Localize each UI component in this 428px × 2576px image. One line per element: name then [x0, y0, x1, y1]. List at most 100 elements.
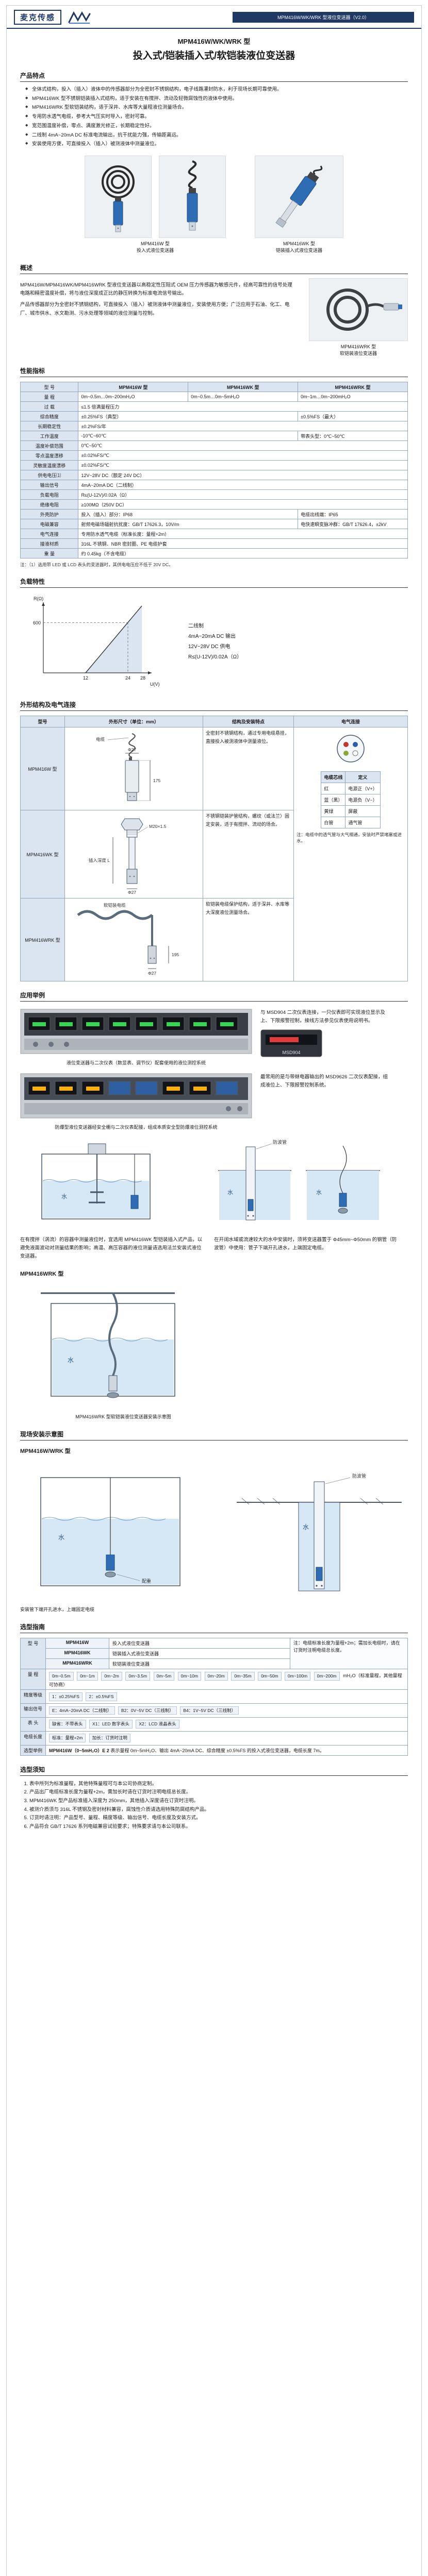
section-overview: 概述 MPM416W/MPM416WK/MPM416WRK 型液位变送器以高稳定…: [20, 263, 408, 357]
wiring-row: 蓝（黑） 电源负（V−）: [321, 794, 381, 806]
application-text-3: 在有搅拌（涡流）的容器中测量液位时，宜选用 MPM416WK 型铠装插入式产品，…: [20, 1237, 203, 1259]
spec-value: 4mA~20mA DC（二线制）: [78, 480, 408, 490]
company-logo-icon: [68, 11, 91, 24]
selection-model-code: MPM416W: [45, 1638, 110, 1649]
spec-row: 供电电压⑴ 12V~28V DC（额定 24V DC）: [20, 470, 408, 481]
cable-option: 加长：订货时注明: [89, 1734, 130, 1743]
dim-label: 195: [172, 952, 179, 957]
spec-label: 零点温度漂移: [20, 450, 79, 461]
spec-label: 外壳防护: [20, 509, 79, 520]
spec-label: 电气连接: [20, 529, 79, 539]
outline-col-model: 型号: [20, 716, 65, 728]
selection-range-values: 0m~0.5m 0m~1m 0m~2m 0m~3.5m 0m~5m 0m~10m…: [45, 1669, 408, 1690]
application-stirred-tank: 水 在有搅拌（涡流）的容器中测量液位时，宜选用 MPM416WK 型铠装插入式产…: [20, 1138, 206, 1260]
doc-ref: MPM416W/WK/WRK 型液位变送器（V2.0）: [277, 15, 370, 20]
spec-value: MPM416W 型: [78, 382, 189, 393]
range-option: 0m~1m: [77, 1671, 98, 1681]
load-heading: 负载特性: [20, 577, 408, 588]
spec-label: 长期稳定性: [20, 421, 79, 432]
spec-row: 长期稳定性 ±0.2%FS/年: [20, 421, 408, 432]
selection-model-row: MPM416WRK 软铠装液位变送器: [21, 1658, 408, 1670]
display-option: X2：LCD 液晶表头: [136, 1720, 179, 1729]
selection-cable-row: 电缆长度 标准：量程+2m 加长：订货时注明: [20, 1731, 408, 1745]
section-wrk: MPM416WRK 型 水 MPM416WRK 型软铠装液位变送器安装示意图: [20, 1269, 408, 1420]
range-option: 0m~2m: [101, 1671, 122, 1681]
section-selection: 选型指南 型 号 MPM416W 投入式液位变送器 注：电缆标准长度为量程+2m…: [20, 1622, 408, 1756]
outline-model: MPM416W 型: [20, 727, 65, 811]
selection-model-label: 型 号: [20, 1638, 46, 1670]
load-y-axis-label: R(Ω): [34, 596, 43, 601]
spec-label: 过 载: [20, 401, 79, 412]
selection-model-code: MPM416WRK: [45, 1658, 110, 1670]
spec-label: 负载电阻: [20, 489, 79, 500]
overview-heading: 概述: [20, 263, 408, 275]
spec-value: R≤(U-12V)/0.02A（Ω）: [78, 489, 408, 500]
outline-col-dims: 外形尺寸（单位：mm）: [64, 716, 203, 728]
wire-def: 电源正（V+）: [345, 783, 381, 795]
selection-display-values: 缺省：不带表头 X1：LED 数字表头 X2：LCD 液晶表头: [45, 1717, 408, 1732]
spec-value: 0m~1m…0m~200mH₂O: [298, 392, 408, 402]
range-option: 0m~0.5m: [49, 1671, 74, 1681]
spec-value: 0m~0.5m…0m~200mH₂O: [78, 392, 189, 402]
outline-model: MPM416WK 型: [20, 810, 65, 899]
spec-value: ±0.2%FS/年: [78, 421, 408, 432]
selection-model-code: MPM416WK: [45, 1648, 110, 1659]
selection-example-label: 选型举例: [20, 1744, 46, 1756]
spec-label: 绝缘电阻: [20, 499, 79, 510]
spec-row: 电磁兼容 射频电磁场辐射抗扰度：GB/T 17626.3，10V/m 电快速瞬变…: [20, 519, 408, 530]
electrical-connection-cell: 电缆芯线 定义 红 电源正（V+） 蓝（黑） 电源负（V−） 黄绿: [293, 727, 408, 982]
outline-header-row: 型号 外形尺寸（单位：mm） 结构及安装特点 电气连接: [20, 716, 408, 728]
wiring-table: 电缆芯线 定义 红 电源正（V+） 蓝（黑） 电源负（V−） 黄绿: [321, 771, 381, 829]
specs-table: 型 号 MPM416W 型 MPM416WK 型 MPM416WRK 型 量 程…: [20, 382, 408, 559]
load-y-tick: 600: [33, 620, 41, 625]
spec-value: 316L 不锈钢、NBR 密封圈、PE 电缆护套: [78, 538, 408, 549]
feature-item: 全体式结构，投入（插入）液体中的传感器部分为全密封不锈钢结构，电子线路灌封防水，…: [25, 86, 408, 94]
application-note-2: 最常用的是与带继电器输出的 MSD9626 二次仪表配接，组成液位上、下限报警控…: [260, 1073, 389, 1089]
load-characteristic-chart: 600 12 24 28 R(Ω) U(V): [33, 596, 160, 687]
instrument-panel-image-2: [20, 1073, 252, 1118]
spec-label: 供电电压⑴: [20, 470, 79, 481]
outline-col-feature: 结构及安装特点: [203, 716, 294, 728]
msd904-meter-image: MSD904: [260, 1029, 322, 1057]
spec-label: 量 程: [20, 392, 79, 402]
product-photo-w-straight: [159, 156, 226, 239]
range-option: 0m~50m: [258, 1671, 282, 1681]
spec-value: 0℃~50℃: [78, 440, 408, 451]
dim-label: Φ27: [128, 890, 137, 895]
spec-row: 综合精度 ±0.25%FS（典型） ±0.5%FS（最大）: [20, 411, 408, 422]
application-caption-1: 液位变送器与二次仪表（数显表、调节仪）配套使用的液位测控系统: [66, 1060, 206, 1066]
selection-accuracy-label: 精度等级: [20, 1689, 46, 1704]
wire-def: 通气管: [345, 817, 381, 829]
output-option: E：4mA~20mA DC（二线制）: [49, 1706, 115, 1715]
wiring-header-row: 电缆芯线 定义: [321, 771, 381, 784]
section-notes: 选型须知 表中所列为标准量程，其他特殊量程可与本公司协商定制。 产品出厂电缆标准…: [20, 1765, 408, 1832]
spec-row: 输出信号 4mA~20mA DC（二线制）: [20, 480, 408, 490]
load-text-line: 二线制: [188, 623, 204, 630]
outline-row-wk: MPM416WK 型 M20×1.5 Φ27: [20, 810, 408, 899]
spec-value: ±0.5%FS（最大）: [298, 411, 408, 422]
specs-heading: 性能指标: [20, 366, 408, 378]
page-frame: 麦克传感 MPM416W/WK/WRK 型液位变送器（V2.0） MPM416W…: [6, 5, 422, 2576]
spec-value: ±0.25%FS（典型）: [78, 411, 299, 422]
spec-row: 灵敏度温度漂移 ±0.02%FS/℃: [20, 460, 408, 471]
spec-row: 重 量 约 0.45kg（不含电缆）: [20, 548, 408, 559]
application-open-water: 防波管 水 水 在开阔水域或流速较大的水中安装时，须将变送器置于 Φ45mm~Φ…: [214, 1138, 400, 1252]
outline-model: MPM416WRK 型: [20, 898, 65, 982]
wiring-row: 白管 通气管: [321, 817, 381, 829]
range-option: 0m~200m: [314, 1671, 340, 1681]
photo-mpm416wrk: MPM416WRK 型 软铠装液位变送器: [309, 278, 408, 357]
spec-row: 负载电阻 R≤(U-12V)/0.02A（Ω）: [20, 489, 408, 500]
spec-label: 综合精度: [20, 411, 79, 422]
application-block-3: 水 在有搅拌（涡流）的容器中测量液位时，宜选用 MPM416WK 型铠装插入式产…: [20, 1138, 408, 1260]
open-water-diagram: 防波管 水 水: [218, 1139, 380, 1221]
wiring-row: 红 电源正（V+）: [321, 783, 381, 795]
page-header: 麦克传感 MPM416W/WK/WRK 型液位变送器（V2.0）: [7, 6, 421, 29]
selection-range-row: 量 程 0m~0.5m 0m~1m 0m~2m 0m~3.5m 0m~5m 0m…: [20, 1669, 408, 1690]
load-x-axis-label: U(V): [150, 682, 160, 687]
range-option: 0m~100m: [285, 1671, 311, 1681]
features-list: 全体式结构，投入（插入）液体中的传感器部分为全密封不锈钢结构，电子线路灌封防水，…: [20, 86, 408, 148]
outline-drawing-wk-cell: M20×1.5 Φ27 插入深度 L: [64, 810, 203, 899]
selection-output-row: 输出信号 E：4mA~20mA DC（二线制） B2：0V~5V DC（三线制）…: [20, 1703, 408, 1718]
accuracy-option: 1：±0.25%FS: [49, 1692, 83, 1701]
outline-drawing-wk: M20×1.5 Φ27 插入深度 L: [89, 818, 167, 895]
